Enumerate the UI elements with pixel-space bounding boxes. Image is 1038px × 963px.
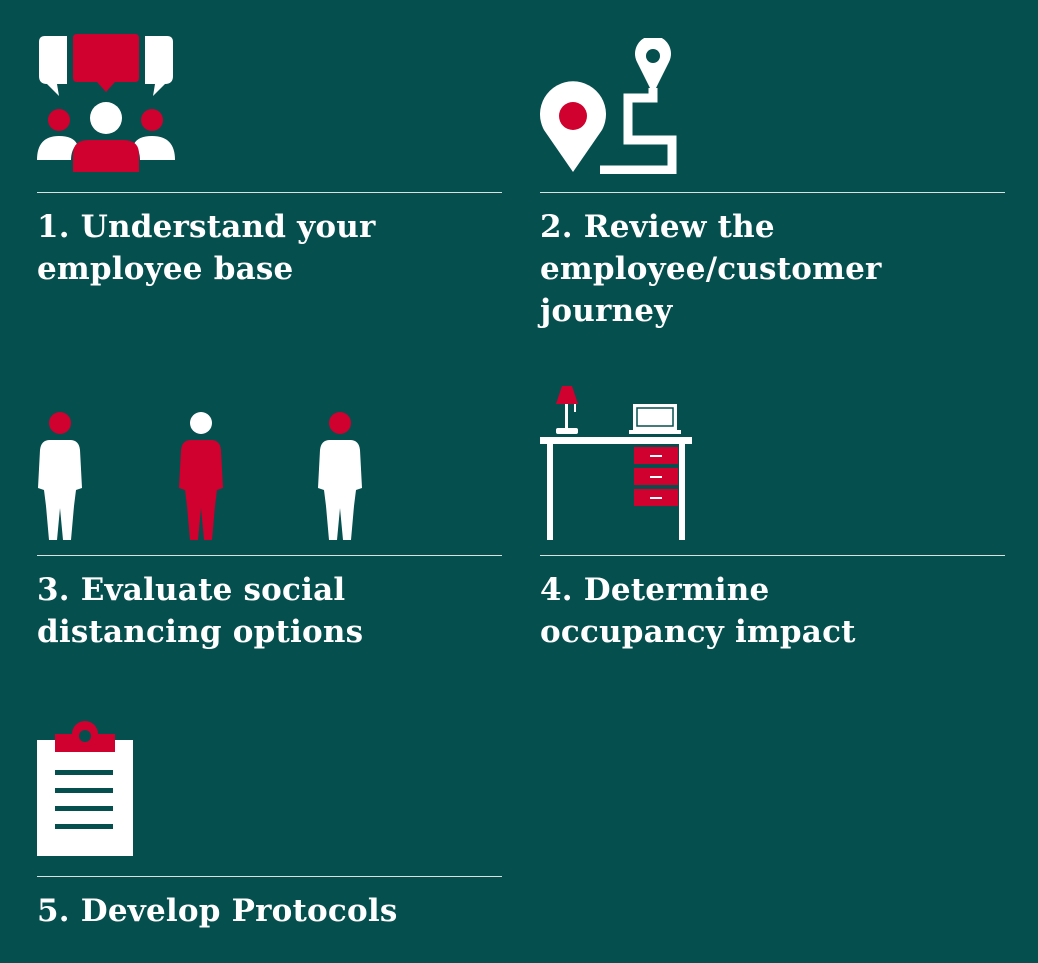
step-5-divider	[37, 876, 502, 877]
team-discussion-icon	[37, 34, 175, 172]
clipboard-icon	[37, 721, 133, 856]
office-desk-icon	[540, 386, 692, 540]
step-4-divider	[540, 555, 1005, 556]
step-4-label: 4. Determine occupancy impact	[540, 572, 856, 650]
journey-map-pin-icon	[540, 38, 677, 174]
person-right-icon	[318, 412, 362, 540]
step-3-label: 3. Evaluate social distancing options	[37, 572, 364, 650]
step-2-label: 2. Review the employee/customer journey	[540, 209, 882, 329]
step-5-label: 5. Develop Protocols	[37, 893, 398, 929]
step-1-divider	[37, 192, 502, 193]
person-left-icon	[38, 412, 82, 540]
step-3-divider	[37, 555, 502, 556]
step-1-label: 1. Understand your employee base	[37, 209, 376, 287]
social-distancing-people-icon	[38, 412, 362, 540]
person-center-icon	[179, 412, 223, 540]
step-2-divider	[540, 192, 1005, 193]
